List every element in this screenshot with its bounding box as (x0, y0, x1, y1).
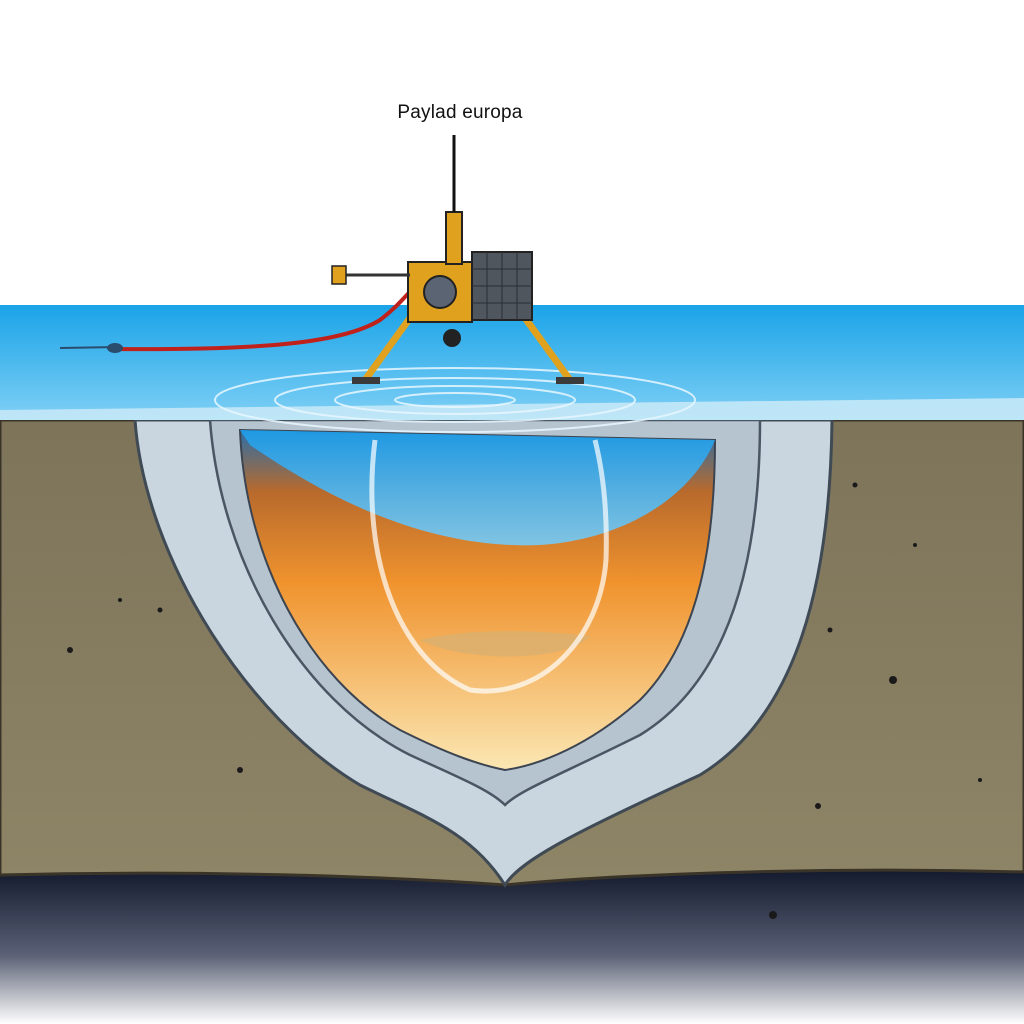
probe-icon (369, 439, 609, 694)
lander-instrument (423, 275, 457, 309)
payload-label: Paylad europa (397, 102, 523, 123)
lander-leg-right (522, 315, 573, 383)
lander-mast (445, 211, 463, 265)
cavity-sediment (420, 631, 590, 657)
solar-grid (472, 252, 532, 320)
ice-fringe (0, 398, 1024, 420)
ground-speckles (67, 482, 982, 919)
lander-foot-left (352, 377, 380, 384)
lander-leg-left (362, 315, 413, 383)
cavity-water (240, 430, 715, 546)
tether-float (107, 343, 123, 353)
tether-icon (109, 280, 422, 352)
deep-layer (0, 870, 1024, 1024)
lander-arm-tool (331, 265, 347, 285)
ripples (214, 367, 696, 433)
lander-icon (331, 135, 584, 384)
lander-wheel (443, 329, 461, 347)
lander-foot-right (556, 377, 584, 384)
